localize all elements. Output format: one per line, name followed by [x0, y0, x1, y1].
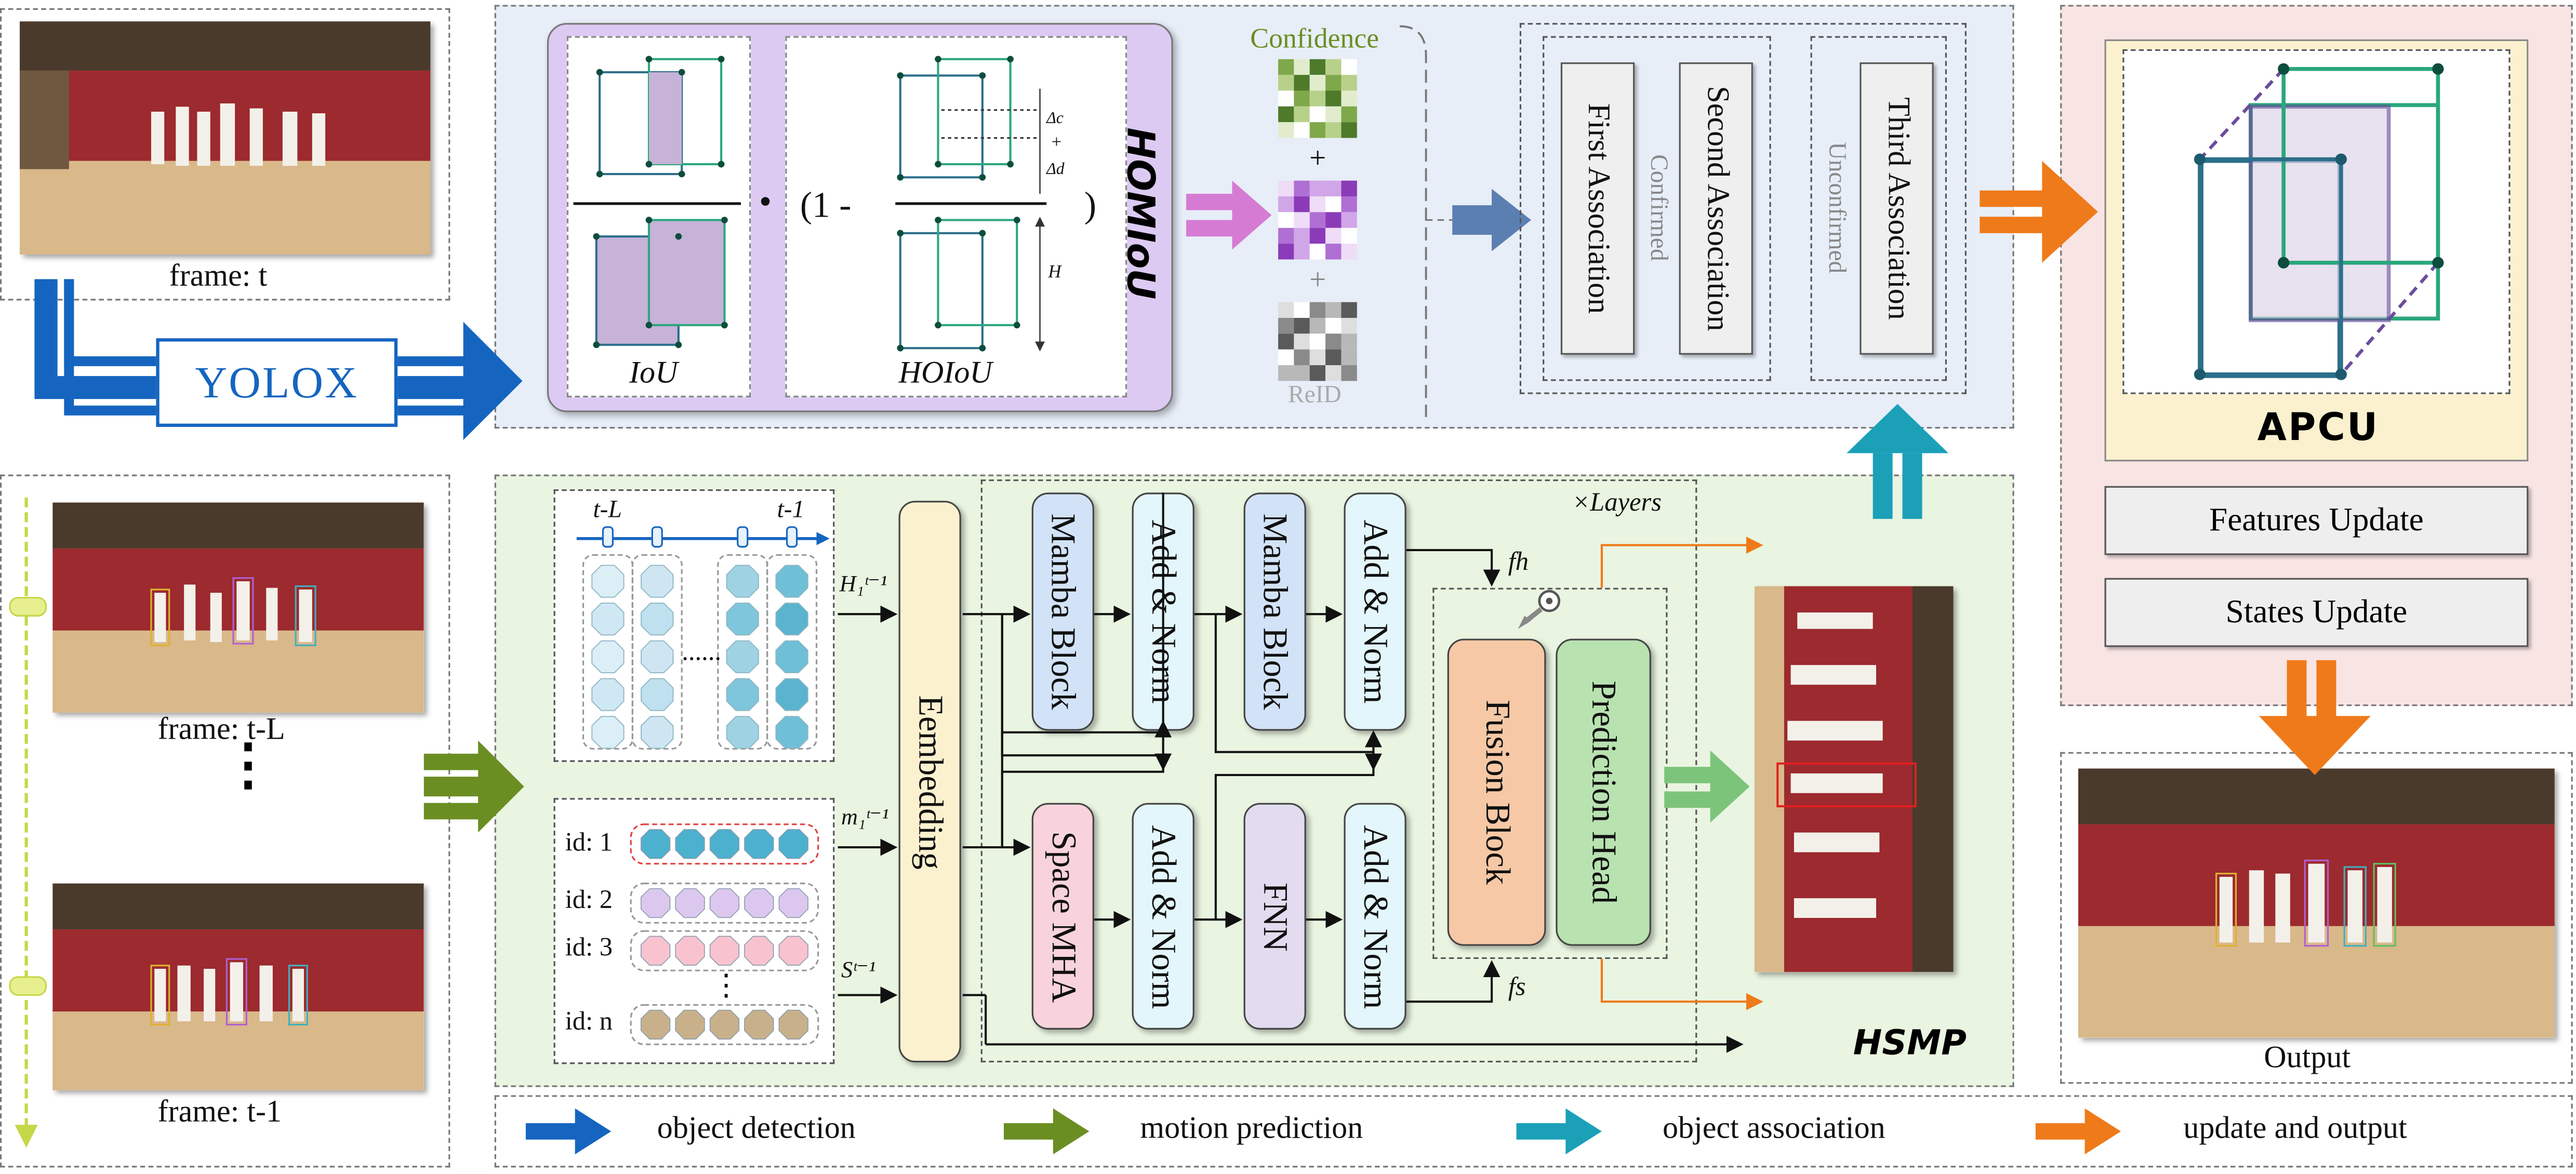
- frame-ellipsis: ⋮: [220, 736, 276, 797]
- delta-plus-label: +: [1051, 133, 1062, 153]
- legend-association-label: object association: [1662, 1111, 1885, 1146]
- confirmed-group: [1543, 36, 1771, 381]
- t-minus-L-label: t-L: [593, 497, 622, 524]
- id-1-label: id: 1: [565, 829, 613, 858]
- homiou-geometry: [573, 56, 1047, 352]
- confidence-label: Confidence: [1250, 23, 1379, 55]
- add-norm-2: Add & Norm: [1344, 492, 1406, 731]
- legend-detection-icon: [525, 1108, 612, 1155]
- history-frames-panel: [0, 474, 450, 1168]
- delta-c-label: Δc: [1046, 110, 1064, 128]
- fs-label: fs: [1508, 973, 1526, 1002]
- legend-update-icon: [2035, 1108, 2121, 1155]
- output-caption: Output: [2264, 1041, 2351, 1076]
- second-association: Second Association: [1679, 62, 1753, 355]
- s-input-label: Sᵗ⁻¹: [841, 959, 876, 984]
- hoiou-label: HOIoU: [898, 356, 992, 391]
- frame-t-panel: [0, 8, 450, 301]
- apcu-boxes: [2194, 63, 2444, 380]
- matrix-plus-2: +: [1309, 262, 1326, 296]
- history-sequence-graphic: ......: [576, 526, 830, 750]
- frame-t-L-caption: frame: t-L: [157, 712, 285, 748]
- id-ellipsis: ⋮: [711, 968, 741, 1002]
- bracket-and-arrow: [1400, 25, 1531, 417]
- hsmp-to-association-arrow: [1847, 404, 1949, 519]
- legend-motion-label: motion prediction: [1140, 1111, 1363, 1146]
- add-norm-4: Add & Norm: [1344, 803, 1406, 1030]
- frame-t-image: [19, 21, 431, 255]
- legend-update-label: update and output: [2183, 1111, 2407, 1146]
- first-association: First Association: [1560, 62, 1635, 355]
- embedding-block: Eembedding: [898, 501, 961, 1063]
- history-timeline: [9, 497, 47, 1148]
- id-2-label: id: 2: [565, 886, 613, 915]
- unconfirmed-label: Unconfirmed: [1823, 141, 1849, 273]
- homiou-title: HOMIoU: [1117, 127, 1160, 300]
- legend-association-icon: [1516, 1108, 1602, 1155]
- prediction-to-image-arrow: [1664, 750, 1750, 823]
- h-input-label: H₁ᵗ⁻¹: [839, 573, 887, 598]
- id-n-label: id: n: [565, 1008, 613, 1036]
- svg-text:......: ......: [682, 637, 721, 666]
- legend-motion-icon: [1003, 1108, 1090, 1155]
- matrix-graphics: [1278, 59, 1357, 381]
- fnn-block: FNN: [1243, 803, 1306, 1030]
- motion-arrow: [423, 740, 524, 833]
- space-mha-block: Space MHA: [1031, 803, 1094, 1030]
- apcu-to-output-arrow: [2259, 660, 2371, 775]
- yolox-box: YOLOX: [156, 338, 398, 427]
- hsmp-connectors: [838, 492, 1763, 1053]
- multiply-operator: •: [759, 180, 772, 222]
- one-minus-paren: (1 -: [800, 184, 852, 225]
- association-box: [1519, 23, 1967, 394]
- layers-label: ×Layers: [1572, 489, 1662, 517]
- mamba-block-1: Mamba Block: [1031, 492, 1094, 731]
- iou-label: IoU: [629, 356, 678, 391]
- height-label: H: [1048, 262, 1061, 283]
- mamba-block-2: Mamba Block: [1243, 492, 1306, 731]
- association-to-apcu-arrow: [1980, 161, 2098, 263]
- third-association: Third Association: [1860, 62, 1934, 355]
- frame-t-1-image: [52, 883, 424, 1090]
- hoiou-panel: [785, 36, 1127, 397]
- frame-t-caption: frame: t: [169, 259, 268, 294]
- hsmp-title: HSMP: [1853, 1023, 1967, 1063]
- apcu-title: APCU: [2257, 407, 2380, 450]
- delta-d-label: Δd: [1046, 161, 1065, 179]
- yolox-label: YOLOX: [195, 357, 359, 407]
- prediction-image: [1755, 586, 1954, 972]
- output-image: [2078, 768, 2555, 1038]
- add-norm-3: Add & Norm: [1132, 803, 1194, 1030]
- fusion-block: Fusion Block: [1447, 638, 1546, 946]
- legend-panel: [494, 1095, 2573, 1168]
- id-sequence-graphic: [630, 823, 819, 1045]
- features-update-box: Features Update: [2104, 486, 2529, 555]
- m-input-label: m₁ᵗ⁻¹: [841, 806, 889, 831]
- frame-t-L-image: [52, 502, 424, 713]
- matrix-plus-1: +: [1309, 141, 1326, 175]
- fh-label: fh: [1508, 548, 1529, 577]
- reid-label: ReID: [1288, 382, 1342, 409]
- homiou-to-matrix-arrow: [1186, 180, 1272, 250]
- unconfirmed-group: [1810, 36, 1947, 381]
- t-minus-1-label: t-1: [777, 497, 805, 524]
- id-3-label: id: 3: [565, 934, 613, 963]
- states-update-box: States Update: [2104, 578, 2529, 647]
- legend-detection-label: object detection: [657, 1111, 856, 1146]
- close-paren: ): [1084, 184, 1097, 225]
- confirmed-label: Confirmed: [1644, 153, 1671, 261]
- prediction-head: Prediction Head: [1556, 638, 1651, 946]
- frame-t-1-caption: frame: t-1: [157, 1095, 282, 1130]
